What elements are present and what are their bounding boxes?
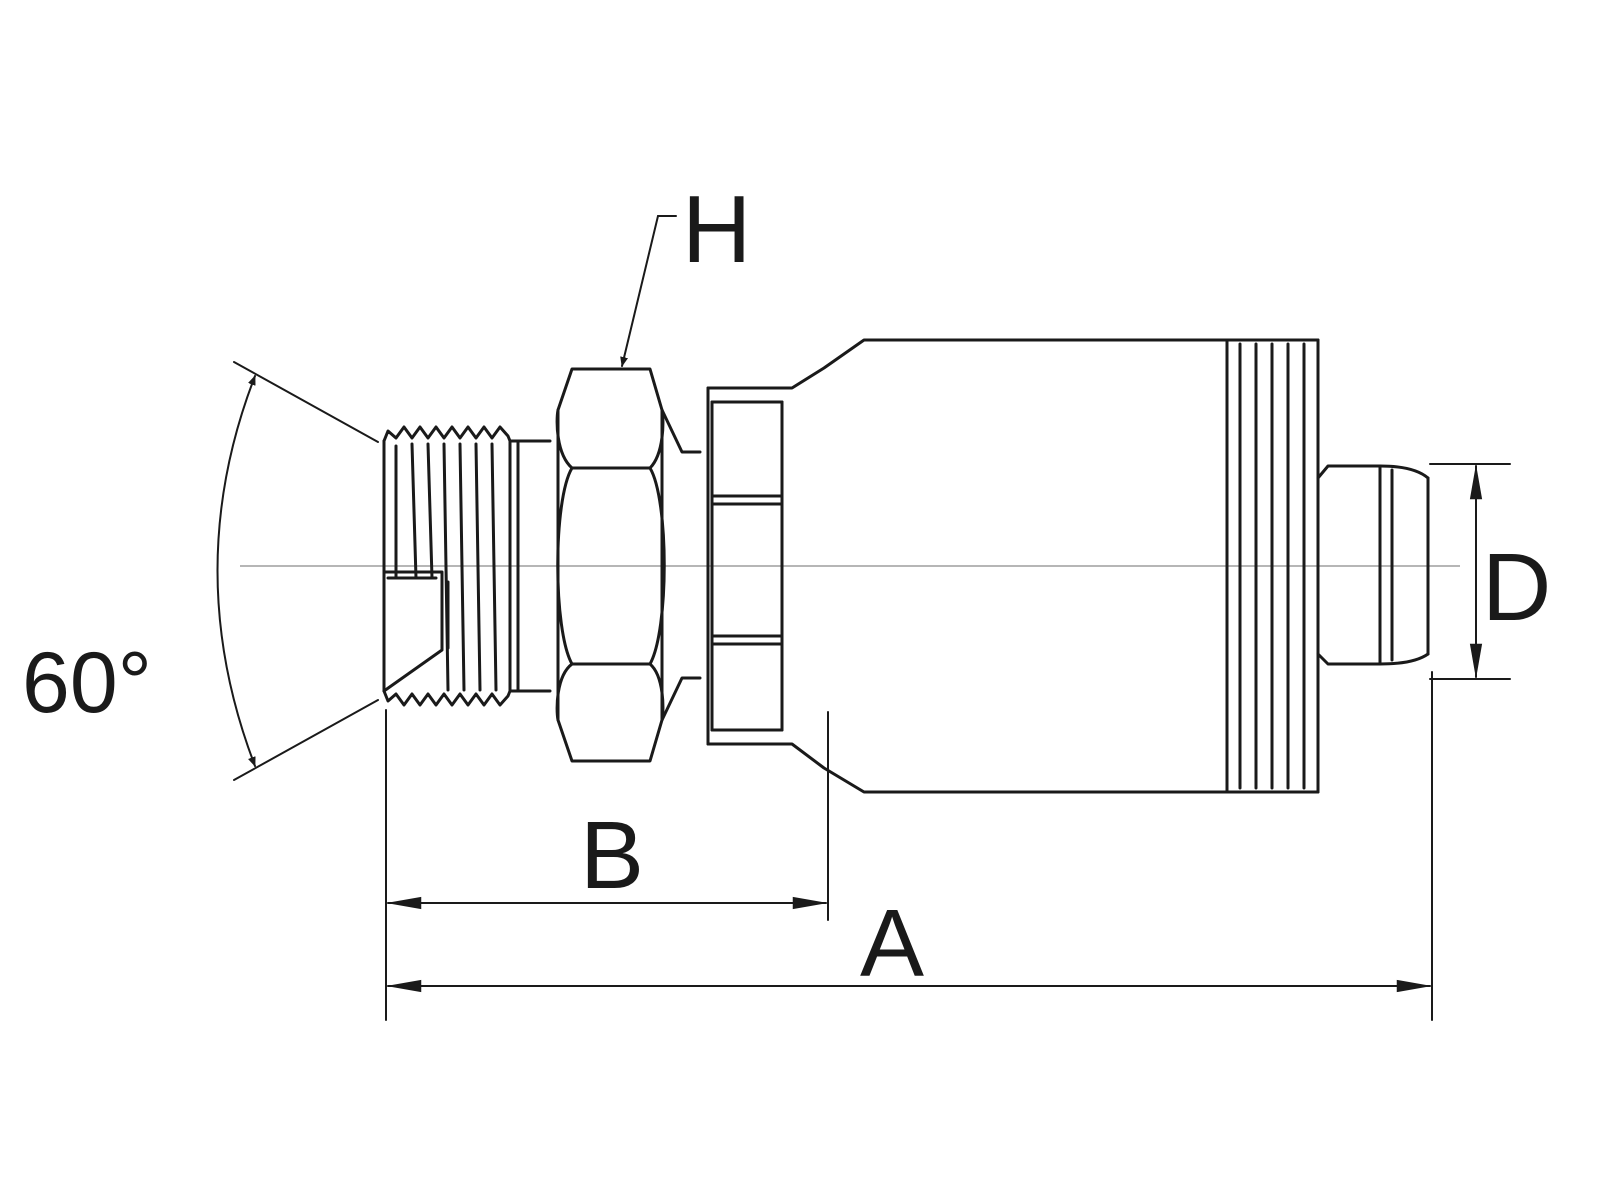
dimension-b [385,709,829,1021]
hex-label: H [682,176,751,283]
dimension-b-label: B [580,802,644,909]
dimension-d [1429,463,1511,680]
threaded-end [382,425,512,707]
dimension-a-label: A [860,890,924,997]
hex-leader [620,215,677,367]
collar [660,408,702,722]
ferrule-ribs [1225,338,1320,794]
angle-label: 60° [22,635,152,731]
dimension-d-label: D [1482,534,1551,641]
hose-tail [1316,464,1430,666]
body-hex [706,338,1320,794]
angle-dimension [216,361,379,781]
neck [508,439,552,693]
hex-nut [555,367,666,763]
dimension-a [386,671,1433,1021]
